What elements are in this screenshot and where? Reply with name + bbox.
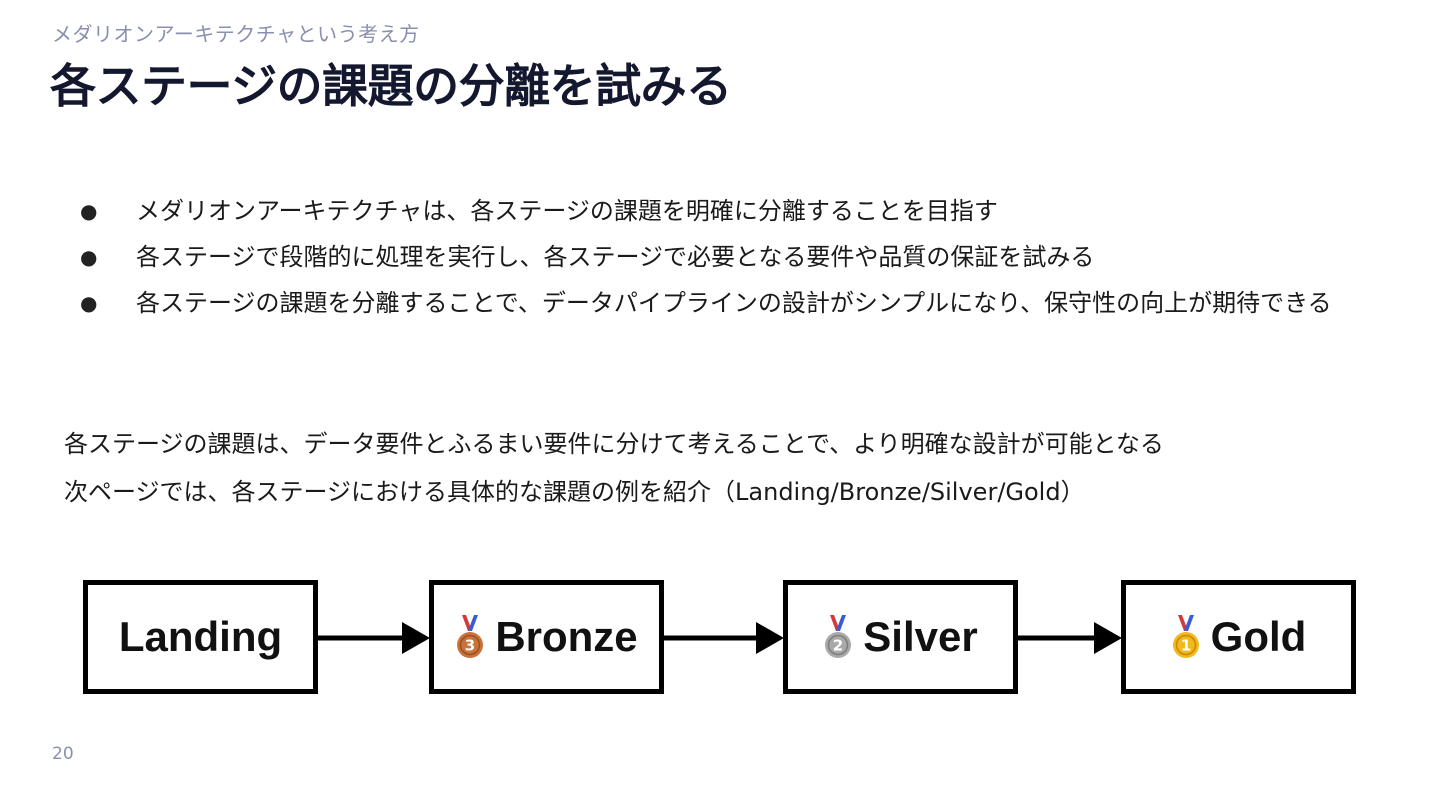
page-number: 20 <box>52 744 74 764</box>
summary-line: 各ステージの課題は、データ要件とふるまい要件に分けて考えることで、より明確な設計… <box>64 430 1164 458</box>
bullet-text: 各ステージの課題を分離することで、データパイプラインの設計がシンプルになり、保守… <box>136 289 1332 317</box>
bullet-dot-icon: ● <box>80 245 98 269</box>
summary-line: 次ページでは、各ステージにおける具体的な課題の例を紹介（Landing/Bron… <box>64 478 1085 506</box>
bullet-dot-icon: ● <box>80 291 98 315</box>
silver-medal-icon: 2 <box>825 615 852 658</box>
bullet-dot-icon: ● <box>80 199 98 223</box>
bullet-text: 各ステージで段階的に処理を実行し、各ステージで必要となる要件や品質の保証を試みる <box>136 243 1095 271</box>
bullet-item: ● 各ステージの課題を分離することで、データパイプラインの設計がシンプルになり、… <box>80 280 1360 326</box>
stage-box-gold: 1 Gold <box>1121 580 1356 694</box>
medal-rank: 3 <box>465 637 475 655</box>
medal-rank: 2 <box>833 637 843 655</box>
bullet-item: ● 各ステージで段階的に処理を実行し、各ステージで必要となる要件や品質の保証を試… <box>80 234 1360 280</box>
arrow-silver-to-gold <box>1018 622 1122 654</box>
bullet-text: メダリオンアーキテクチャは、各ステージの課題を明確に分離することを目指す <box>136 197 998 225</box>
stage-box-silver: 2 Silver <box>783 580 1018 694</box>
stage-label: Bronze <box>495 613 638 660</box>
arrow-bronze-to-silver <box>664 622 784 654</box>
section-subtitle: メダリオンアーキテクチャという考え方 <box>52 22 420 46</box>
stage-box-landing: Landing <box>83 580 318 694</box>
arrow-landing-to-bronze <box>318 622 430 654</box>
bullet-list: ● メダリオンアーキテクチャは、各ステージの課題を明確に分離することを目指す ●… <box>80 188 1360 326</box>
stage-label: Gold <box>1210 613 1307 660</box>
stage-label: Landing <box>118 613 283 660</box>
bronze-medal-icon: 3 <box>457 615 484 658</box>
page-title: 各ステージの課題の分離を試みる <box>50 59 732 113</box>
gold-medal-icon: 1 <box>1172 615 1199 658</box>
medal-rank: 1 <box>1180 637 1190 655</box>
stage-label: Silver <box>863 613 978 660</box>
bullet-item: ● メダリオンアーキテクチャは、各ステージの課題を明確に分離することを目指す <box>80 188 1360 234</box>
summary-text: 各ステージの課題は、データ要件とふるまい要件に分けて考えることで、より明確な設計… <box>64 420 1394 516</box>
stage-box-bronze: 3 Bronze <box>429 580 664 694</box>
